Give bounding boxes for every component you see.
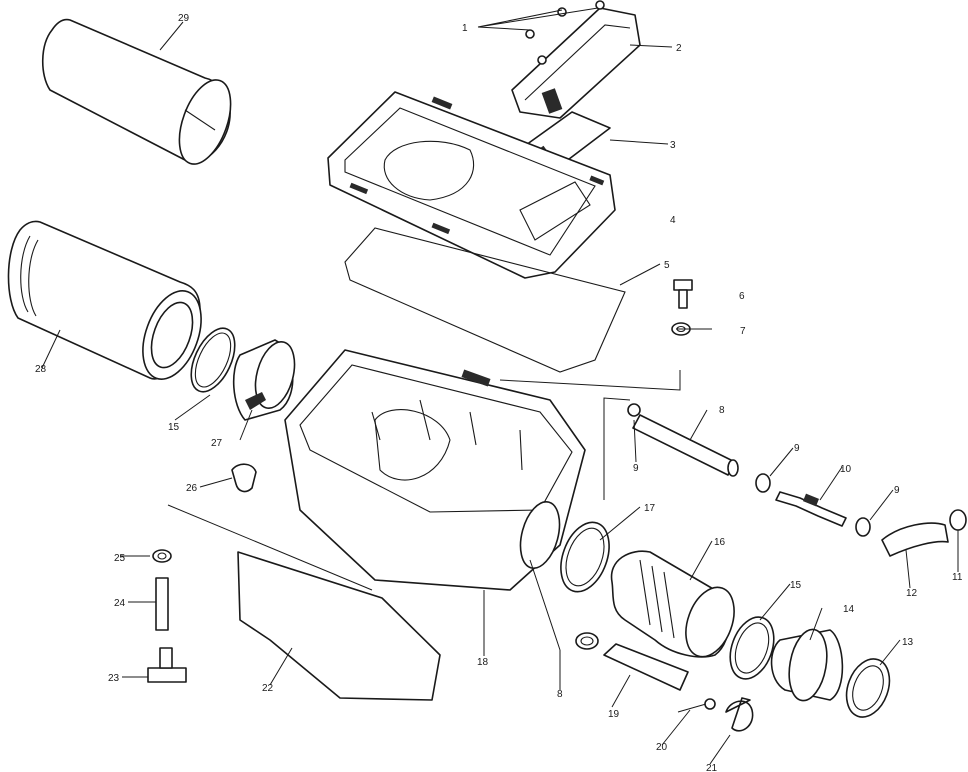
part-8-tube (632, 414, 739, 477)
callout-12: 12 (906, 588, 918, 599)
part-15-clamp-a (190, 327, 236, 393)
callout-11: 11 (952, 572, 963, 583)
part-26-clip (231, 463, 257, 493)
part-10-check-valve (775, 491, 847, 527)
part-12-hose (881, 522, 949, 557)
callout-24: 24 (114, 598, 126, 609)
part-29-prefilter-sleeve (41, 18, 232, 165)
callout-17: 17 (644, 503, 656, 514)
callout-7: 7 (740, 326, 746, 337)
callout-26: 26 (186, 483, 198, 494)
part-24-tube (155, 577, 169, 631)
callout-16: 16 (714, 537, 726, 548)
callout-9c: 9 (894, 485, 900, 496)
part-8-clamp (575, 632, 599, 650)
part-18-airbox-base (284, 349, 586, 591)
callout-13: 13 (902, 637, 914, 648)
callout-25: 25 (114, 553, 126, 564)
callout-labels: 1 2 3 4 5 6 7 8 8 9 9 9 10 11 12 13 14 1… (35, 13, 963, 772)
part-16-boot (610, 550, 735, 658)
part-13-clamp (845, 658, 891, 718)
callout-2: 2 (676, 43, 682, 54)
part-14-cone (770, 628, 844, 702)
callout-19: 19 (608, 709, 620, 720)
callout-9b: 9 (794, 443, 800, 454)
part-11-clamp (949, 509, 967, 531)
callout-27: 27 (211, 438, 223, 449)
part-15-clamp-b (729, 616, 775, 680)
callout-8a: 8 (719, 405, 725, 416)
callout-8b: 8 (557, 689, 563, 700)
part-9-clamp-c (855, 517, 871, 537)
part-20-screw (677, 698, 716, 713)
callout-10: 10 (840, 464, 852, 475)
callout-15b: 15 (168, 422, 180, 433)
part-22-heat-shield (237, 551, 441, 701)
callout-9a: 9 (633, 463, 639, 474)
part-28-air-filter (7, 220, 202, 380)
callout-29: 29 (178, 13, 190, 24)
callout-5: 5 (664, 260, 670, 271)
part-4-airbox-lid (327, 91, 616, 279)
callout-14: 14 (843, 604, 855, 615)
callout-28: 28 (35, 364, 47, 375)
callout-18: 18 (477, 657, 489, 668)
callout-22: 22 (262, 683, 274, 694)
part-9-clamp-b (755, 473, 771, 493)
part-23-t-fitting (147, 647, 187, 683)
callout-1: 1 (462, 23, 468, 34)
callout-3: 3 (670, 140, 676, 151)
callout-15: 15 (790, 580, 802, 591)
part-9-clamp-a (627, 403, 641, 417)
callout-23: 23 (108, 673, 120, 684)
callout-4: 4 (670, 215, 676, 226)
callout-21: 21 (706, 763, 718, 772)
callout-20: 20 (656, 742, 668, 753)
part-19-drain-hose (603, 643, 689, 691)
part-25-clamp (152, 549, 172, 563)
callout-6: 6 (739, 291, 745, 302)
part-21-bracket-clip (725, 697, 754, 732)
part-2-intake-duct (511, 7, 641, 119)
part-6-bolt (673, 279, 693, 309)
part-27-adapter (232, 339, 296, 421)
leader-lines (41, 7, 959, 765)
part-17-gasket-ring (560, 521, 610, 593)
part-5-gasket (344, 227, 626, 373)
